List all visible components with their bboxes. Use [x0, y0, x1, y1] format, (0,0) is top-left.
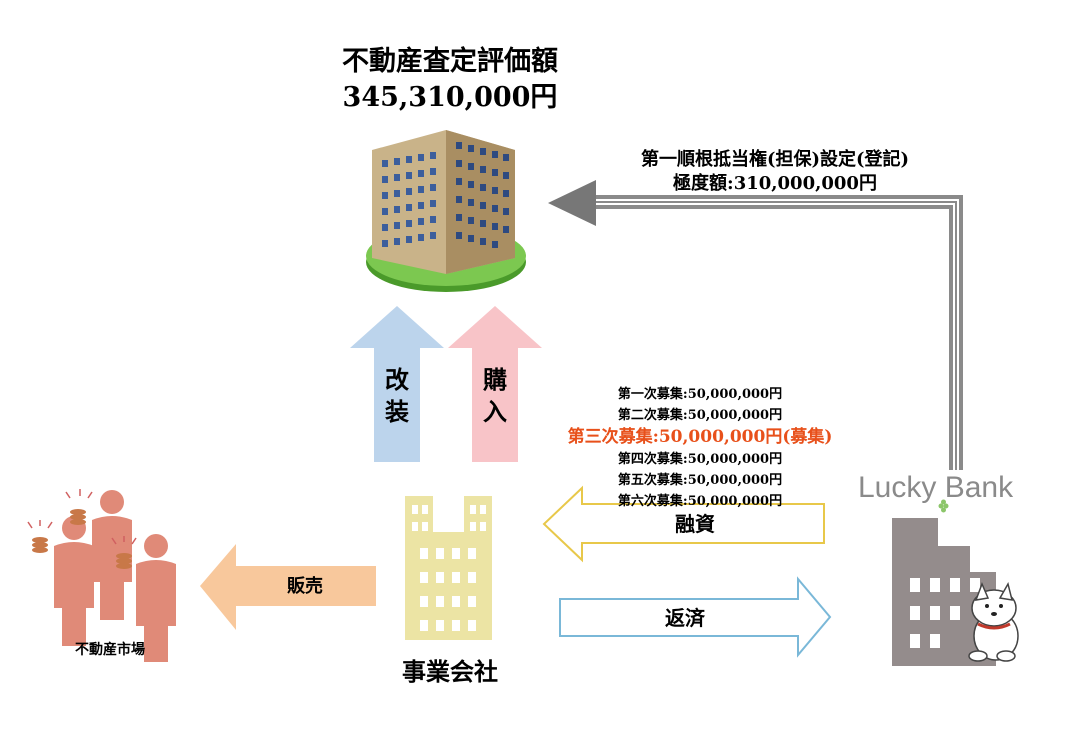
renovation-arrow — [350, 306, 444, 462]
recruitment-item: 第六次募集:50,000,000円 — [617, 494, 783, 509]
recruitment-item: 第一次募集:50,000,000円 — [617, 387, 783, 402]
mortgage-setting-label: 第一順根抵当権(担保)設定(登記) — [640, 149, 910, 170]
sales-arrow — [200, 544, 376, 630]
apartment-building-icon — [366, 130, 526, 292]
sales-label: 販売 — [287, 576, 323, 597]
market-label: 不動産市場 — [75, 642, 145, 658]
mortgage-arrow — [548, 180, 963, 470]
dog-mascot-icon — [968, 581, 1019, 662]
clover-icon — [938, 499, 949, 513]
appraisal-amount: 345,310,000円 — [342, 82, 558, 113]
financing-arrow — [542, 485, 825, 563]
renovation-label: 改 装 — [385, 365, 409, 426]
recruitment-item-highlight: 第三次募集:50,000,000円(募集) — [567, 427, 833, 447]
mortgage-limit-label: 極度額:310,000,000円 — [673, 173, 877, 194]
recruitment-item: 第五次募集:50,000,000円 — [617, 473, 783, 488]
purchase-arrow — [448, 306, 542, 462]
financing-label: 融資 — [675, 512, 715, 536]
company-building-icon — [405, 496, 492, 640]
repayment-arrow — [559, 576, 832, 658]
repayment-label: 返済 — [665, 606, 705, 630]
company-label: 事業会社 — [402, 657, 498, 686]
recruitment-item: 第四次募集:50,000,000円 — [617, 452, 783, 467]
appraisal-title: 不動産査定評価額 — [342, 46, 558, 77]
market-people-icon — [27, 489, 176, 662]
recruitment-list: 第一次募集:50,000,000円 第二次募集:50,000,000円 第三次募… — [550, 384, 850, 512]
recruitment-item: 第二次募集:50,000,000円 — [617, 408, 783, 423]
purchase-label: 購 入 — [483, 365, 507, 426]
bank-logo-text: Lucky Bank — [858, 471, 1014, 504]
